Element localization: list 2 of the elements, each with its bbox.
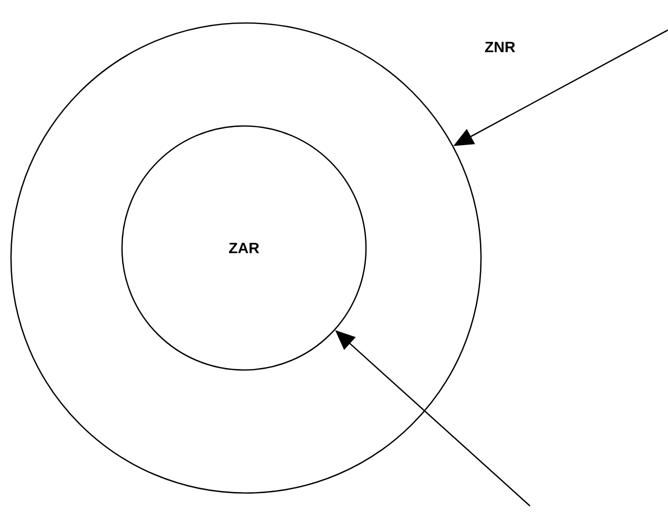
ring-circle [10, 22, 482, 494]
zone-label: ZNR [485, 42, 516, 52]
